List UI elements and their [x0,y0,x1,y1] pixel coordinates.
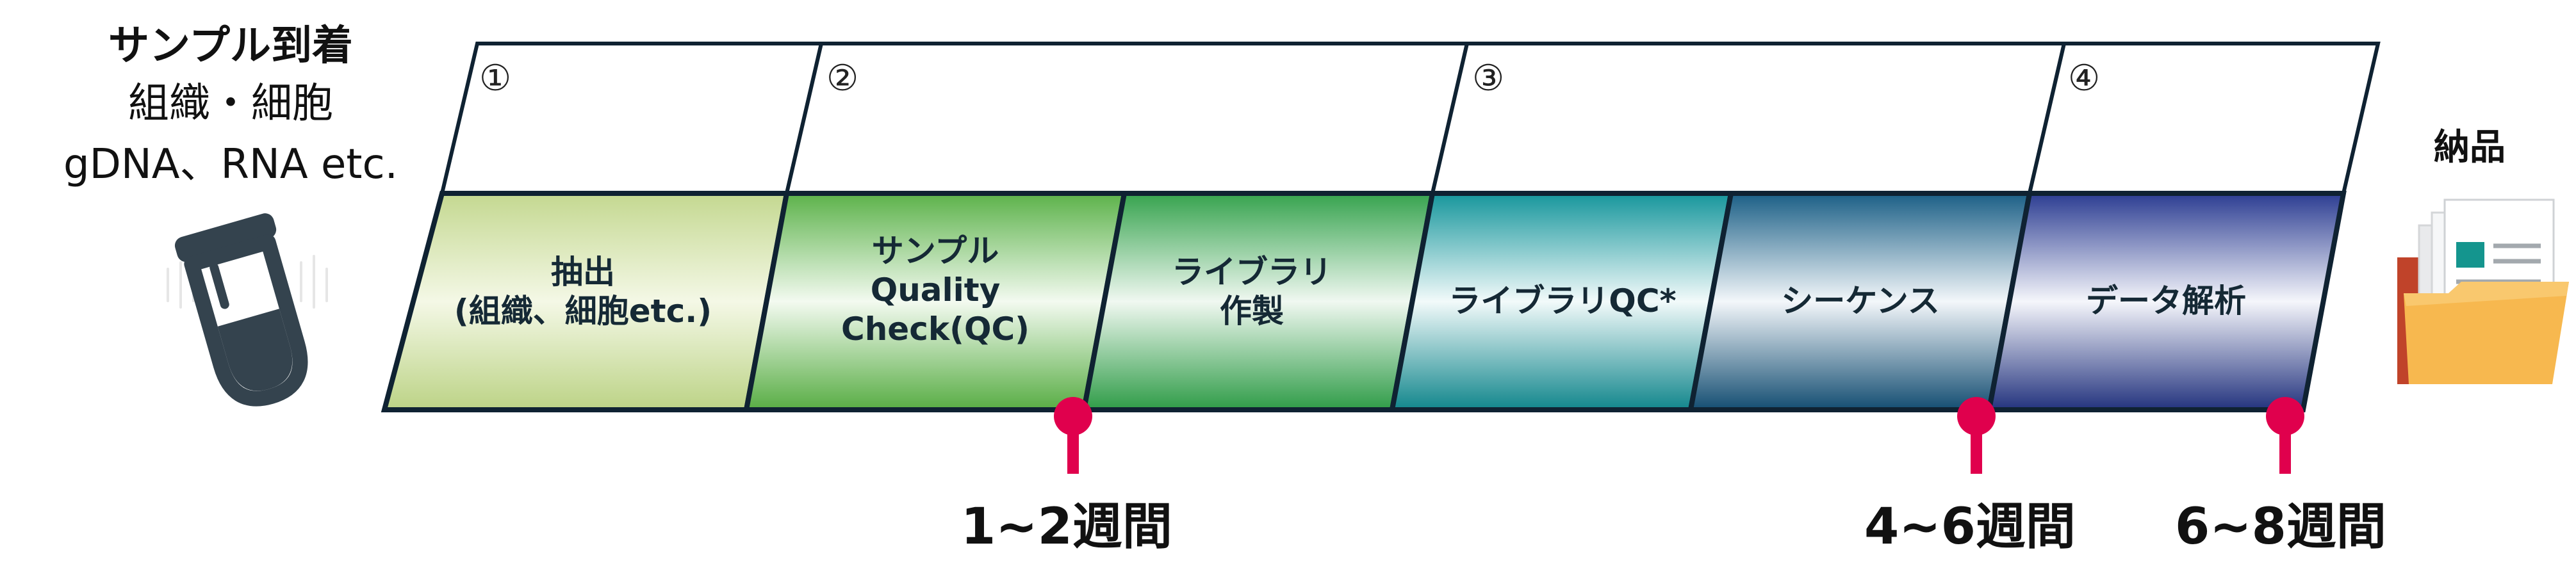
stage-cells [381,191,2347,412]
milestone-label-2: 4~6週間 [1864,498,2076,556]
milestone-marker-2 [1957,397,1996,474]
sample-type-line-1: 組織・細胞 [128,80,333,127]
folder-document-icon [2397,198,2569,384]
step-band [439,42,2381,195]
milestone-label-3: 6~8週間 [2175,498,2386,556]
stage-label-data-analysis: データ解析 [2086,282,2246,319]
stage-label-library-prep: ライブラリ作製 [1172,254,1332,330]
step-label-1: ① [479,58,512,99]
step-label-4: ④ [2068,58,2101,99]
milestone-label-1: 1~2週間 [961,498,1172,556]
milestone-marker-1 [1054,397,1092,474]
step-cell-2 [784,42,1470,195]
milestone-marker-3 [2266,397,2304,474]
step-cell-3 [1430,42,2067,195]
delivery-label: 納品 [2434,127,2506,168]
step-label-3: ③ [1472,58,1505,99]
stage-label-extraction: 抽出(組織、細胞etc.) [454,254,712,330]
stage-label-library-qc: ライブラリQC* [1448,282,1677,319]
sample-type-line-2: gDNA、RNA etc. [63,141,398,188]
test-tube-icon [167,213,328,407]
sample-arrival-title: サンプル到着 [108,22,354,70]
step-label-2: ② [826,58,859,99]
stage-label-sequence: シーケンス [1781,282,1940,319]
